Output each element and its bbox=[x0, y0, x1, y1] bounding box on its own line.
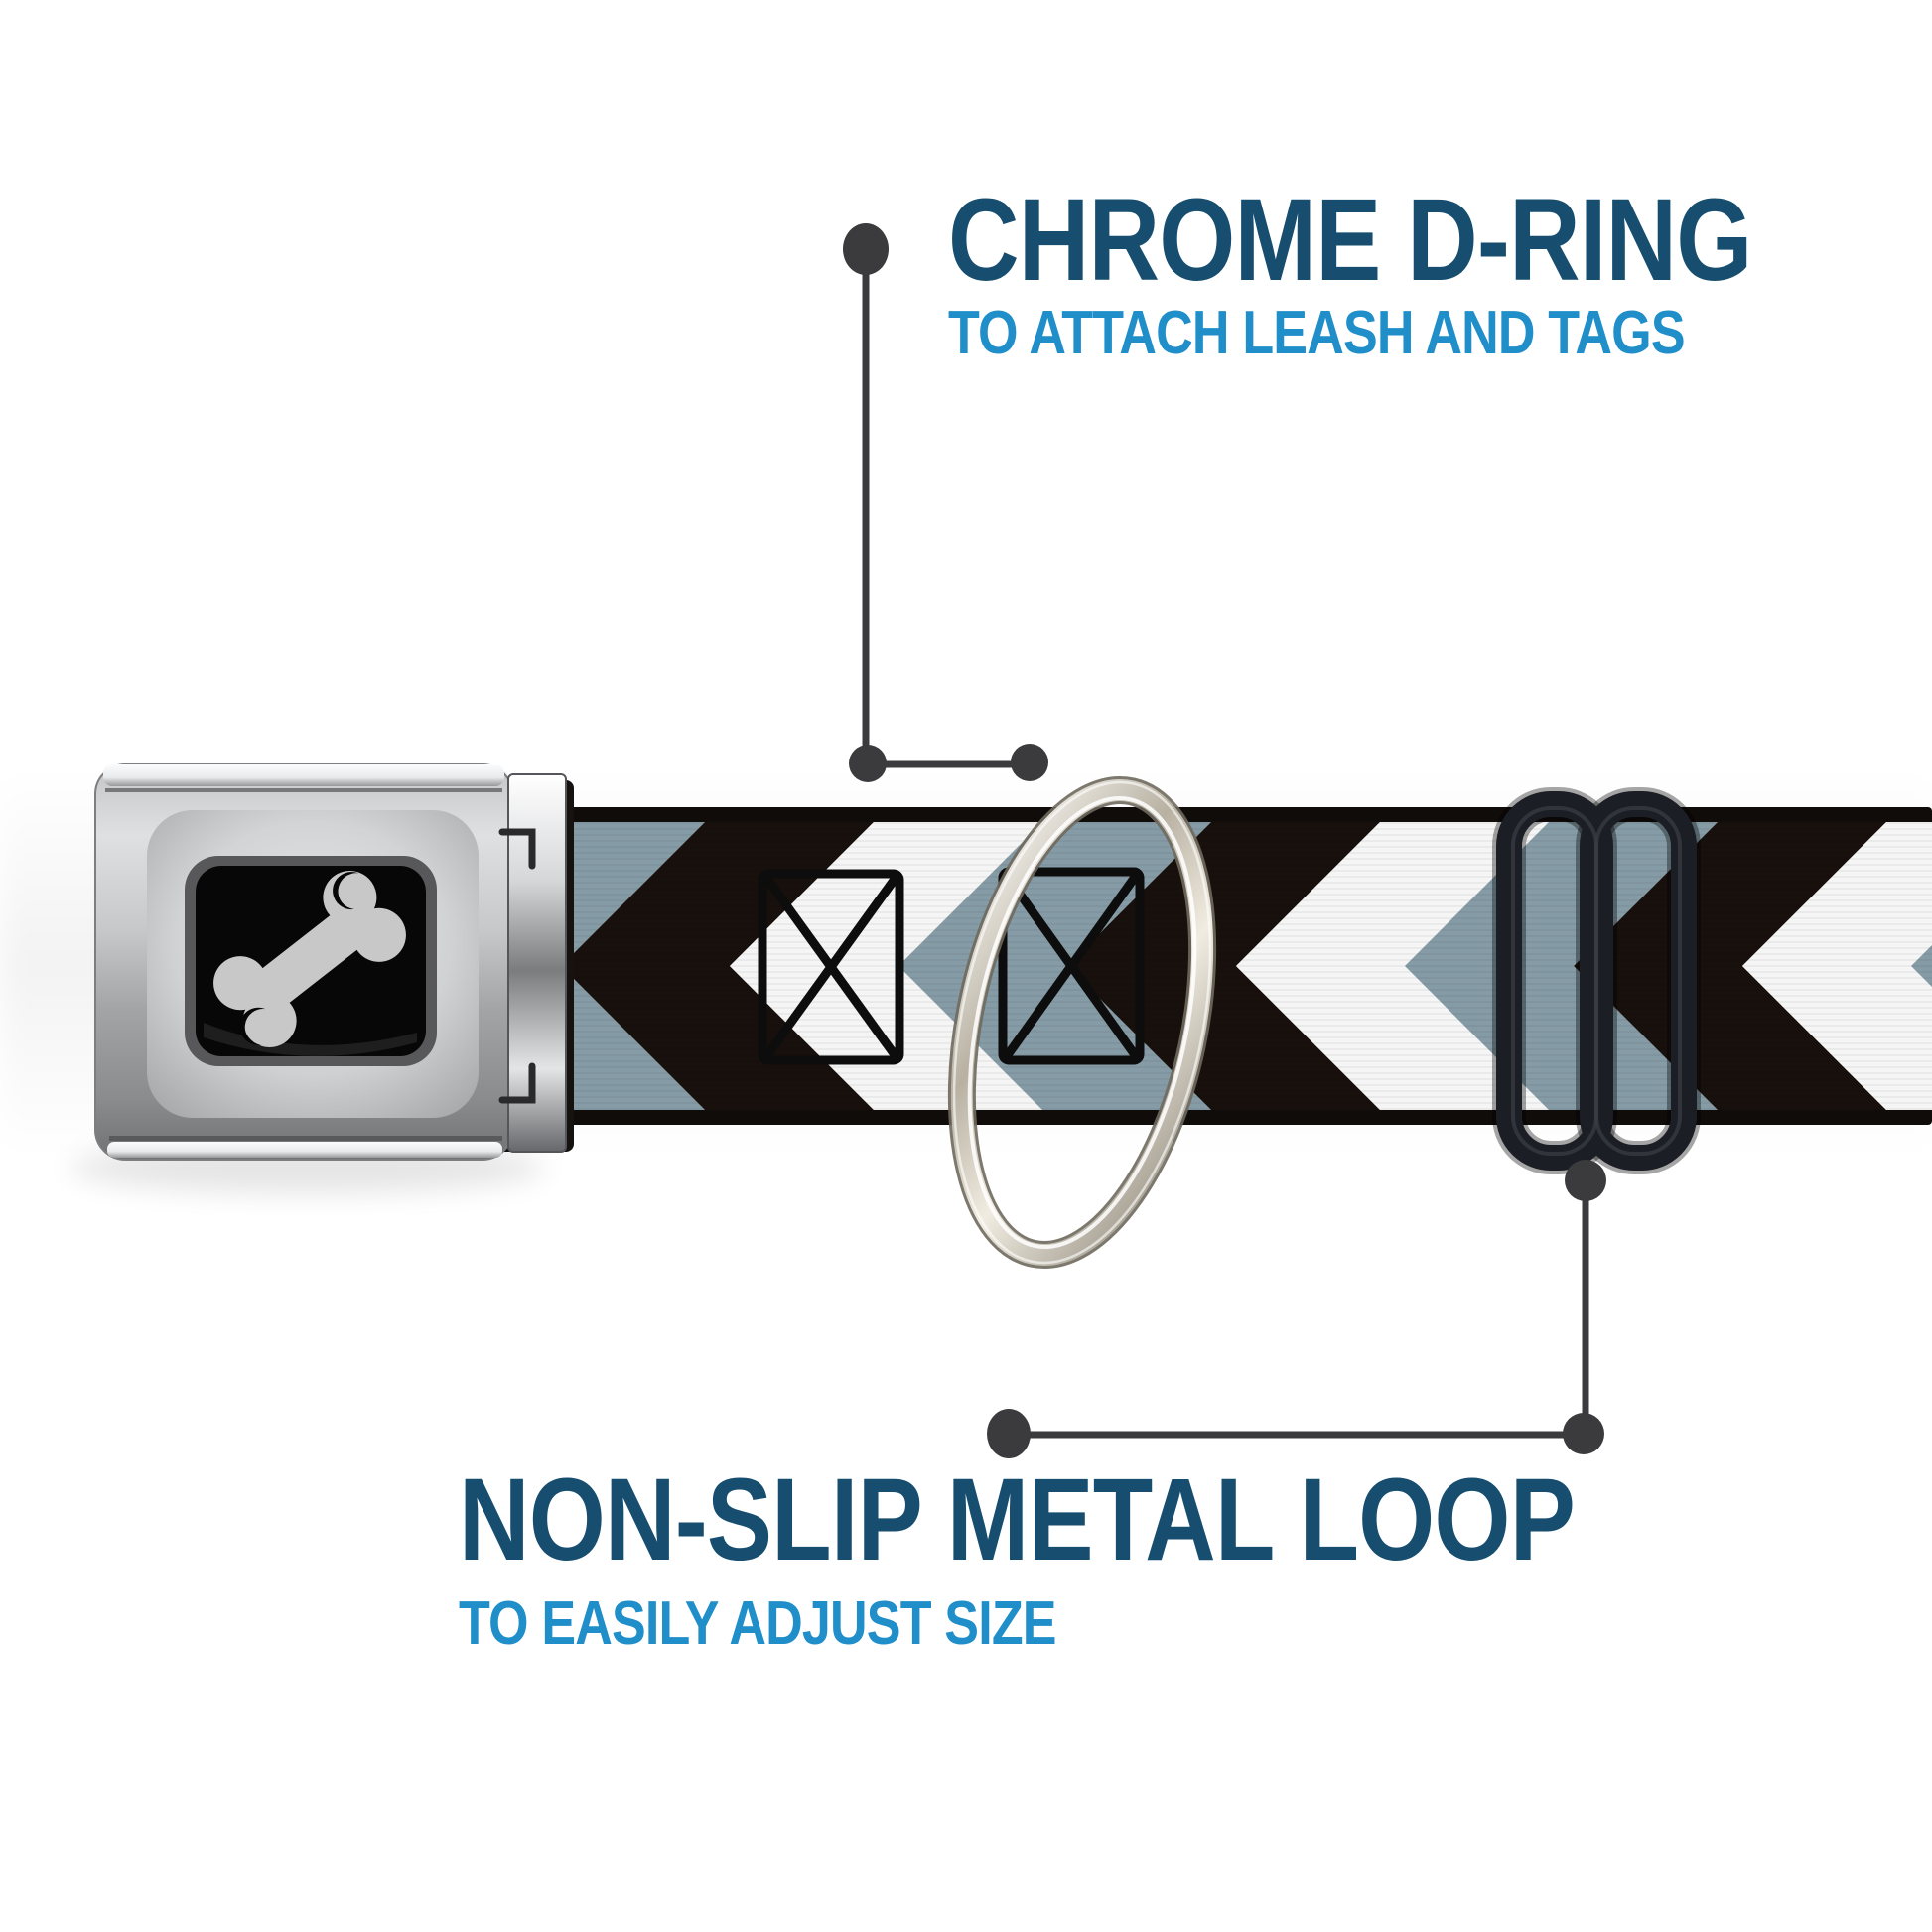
bottom-callout-title: NON-SLIP METAL LOOP bbox=[459, 1454, 1576, 1586]
stitch-box-right bbox=[998, 867, 1145, 1065]
buckle-top-seam bbox=[105, 788, 502, 792]
top-callout-dot-label bbox=[843, 223, 889, 275]
bottom-callout-dot-label bbox=[987, 1409, 1031, 1458]
buckle-bottom-seam bbox=[109, 1136, 502, 1141]
buckle-window-glare bbox=[204, 1023, 417, 1056]
top-callout-subtitle: TO ATTACH LEASH AND TAGS bbox=[948, 299, 1686, 367]
top-callout-title: CHROME D-RING bbox=[948, 175, 1752, 306]
stitch-box-left bbox=[758, 869, 904, 1065]
black-metal-loop bbox=[1492, 787, 1701, 1174]
stitch-boxes bbox=[758, 867, 1145, 1065]
buckle-latch bbox=[507, 773, 567, 1153]
bottom-callout-subtitle: TO EASILY ADJUST SIZE bbox=[459, 1589, 1057, 1658]
d-ring-highlight bbox=[967, 795, 1197, 1250]
buckle-bottom-lip bbox=[107, 1142, 502, 1158]
bottom-callout bbox=[987, 1160, 1606, 1458]
dog-bone-icon bbox=[213, 870, 406, 1048]
top-callout-dot-target bbox=[1011, 744, 1048, 781]
chrome-d-ring bbox=[947, 776, 1217, 1269]
bottom-callout-dot-target bbox=[1565, 1160, 1606, 1201]
loop-right-bar bbox=[1580, 791, 1697, 1171]
top-callout bbox=[843, 223, 1048, 782]
d-ring-rim-light bbox=[952, 780, 1212, 1265]
latch-clip-top bbox=[498, 828, 536, 870]
seatbelt-buckle bbox=[69, 763, 567, 1193]
buckle-top-lip bbox=[103, 764, 504, 786]
stitch-box-right-cross bbox=[1003, 873, 1140, 1059]
latch-clip-bottom bbox=[498, 1062, 536, 1104]
bottom-callout-dot-elbow bbox=[1563, 1413, 1604, 1454]
stitch-box-left-cross bbox=[762, 875, 899, 1059]
top-callout-dot-elbow bbox=[849, 745, 887, 782]
d-ring-metal bbox=[950, 779, 1214, 1266]
